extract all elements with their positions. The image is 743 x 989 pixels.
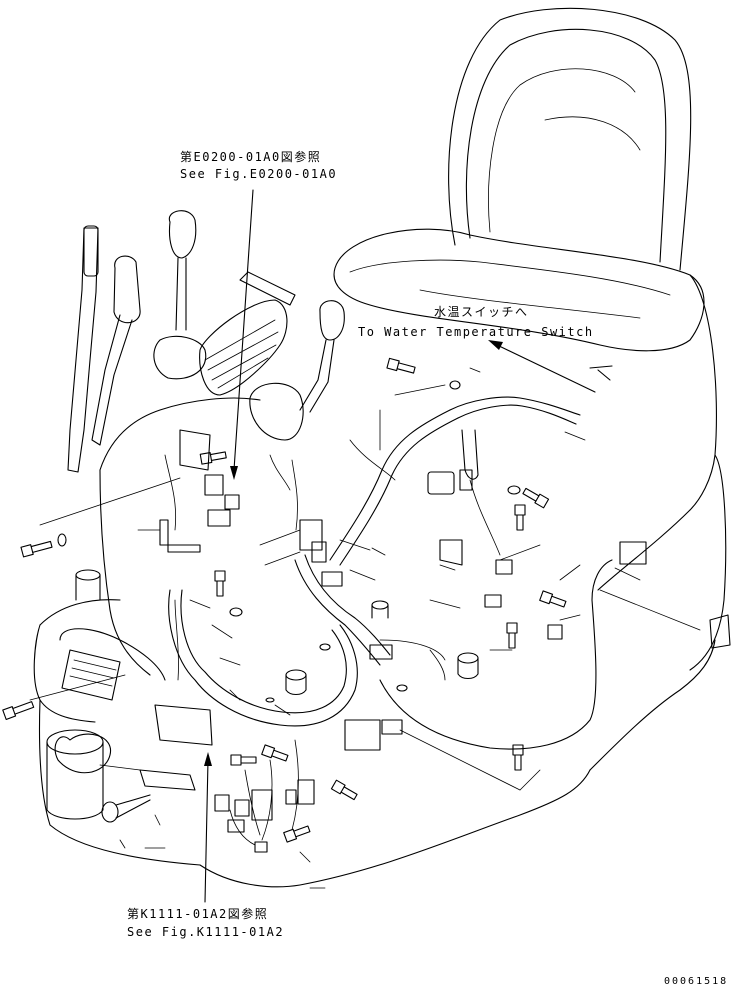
ref-label-bottom-en: See Fig.K1111-01A2 [127, 925, 285, 939]
floor-plate [33, 569, 716, 888]
document-number: 00061518 [664, 976, 729, 987]
ref-label-bottom-jp: 第K1111-01A2図参照 [127, 907, 269, 921]
wire-harness [164, 396, 613, 846]
connectors-and-brackets [101, 429, 731, 853]
operator-seat [333, 7, 727, 671]
water-temp-label-jp: 水温スイッチへ [434, 305, 529, 319]
ref-label-top-en: See Fig.E0200-01A0 [180, 167, 338, 181]
control-levers [67, 210, 345, 676]
water-temp-label-en: To Water Temperature Switch [358, 325, 594, 339]
bolts [2, 357, 567, 843]
ref-label-top-jp: 第E0200-01A0図参照 [180, 150, 322, 164]
leader-lines [29, 189, 701, 903]
